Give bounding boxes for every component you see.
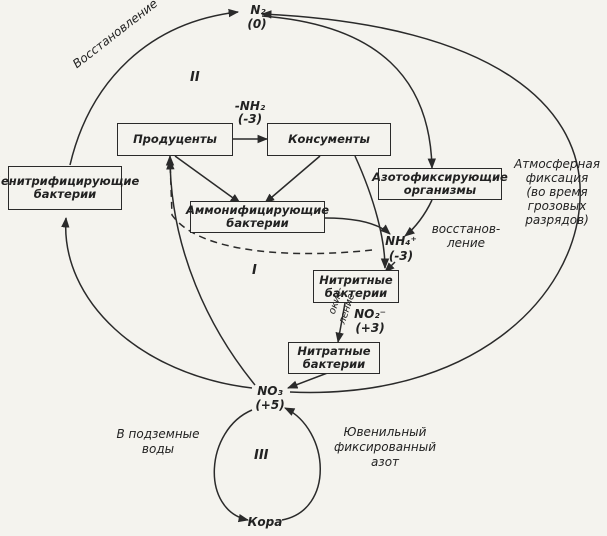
no2-label: NO₂⁻ xyxy=(354,307,386,321)
nitrite-bacteria-box: Нитритные бактерии xyxy=(313,270,399,303)
to-crust-arrow xyxy=(213,409,253,523)
atmospheric-fixation-line1: Атмосферная xyxy=(514,157,600,171)
juvenile-line3: азот xyxy=(370,455,400,469)
no3-to-denitrifying-arrow xyxy=(61,216,253,389)
cycle-i-label: I xyxy=(252,263,257,278)
atmospheric-fixation-line5: разрядов) xyxy=(525,213,589,227)
ammonifying-bacteria-box: Аммонифицирующие бактерии xyxy=(186,201,329,233)
nh2-oxidation-state: (-3) xyxy=(237,112,263,126)
juvenile-arrow xyxy=(281,407,321,521)
crust-label: Кора xyxy=(247,515,283,529)
nitrate-to-no3-arrow xyxy=(287,371,331,389)
fixers-to-nh4-arrow xyxy=(404,199,433,237)
no3-to-producers-arrow xyxy=(165,154,256,386)
denitrifying-bacteria-box: Денитрифицирующие бактерии xyxy=(0,166,139,210)
consumers-to-ammonifying-arrow xyxy=(264,155,321,204)
nh4-label: NH₄⁺ xyxy=(385,234,417,248)
nh2-label: -NH₂ xyxy=(234,99,266,113)
reduction-arrow xyxy=(69,8,240,166)
consumers-box: Консументы xyxy=(267,123,391,156)
cycle-iii-label: III xyxy=(254,448,269,463)
atmospheric-fixation-line4: грозовых xyxy=(527,199,587,213)
nitrite-to-nitrate-arrow xyxy=(335,302,346,344)
ammonifying-to-nh4-arrow xyxy=(324,217,391,235)
no3-label: NO₃ xyxy=(257,384,283,398)
atmospheric-fixation-arrow xyxy=(260,10,581,394)
juvenile-line1: Ювенильный xyxy=(343,425,427,439)
n2-to-fixers-arrow xyxy=(261,15,436,170)
nitrate-bacteria-box: Нитратные бактерии xyxy=(288,342,380,374)
cycle-ii-label: II xyxy=(190,70,200,85)
atmospheric-fixation-line2: фиксация xyxy=(525,171,589,185)
groundwater-line2: воды xyxy=(141,442,175,456)
juvenile-line2: фиксированный xyxy=(333,440,437,454)
reduction2-line1: восстанов- xyxy=(431,222,501,236)
reduction2-line2: ление xyxy=(446,236,486,250)
n2-oxidation-state: (0) xyxy=(247,17,267,31)
nh4-oxidation-state: (-3) xyxy=(388,249,414,263)
groundwater-line1: В подземные xyxy=(116,427,200,441)
no2-oxidation-state: (+3) xyxy=(355,321,385,335)
producers-box: Продуценты xyxy=(117,123,233,156)
nh4-to-producers-dashed-arrow xyxy=(166,158,373,255)
consumers-to-nitrite-arrow xyxy=(354,155,390,270)
producers-to-ammonifying-arrow xyxy=(174,155,241,204)
nitrogen-fixing-organisms-box: Азотофиксирующие организмы xyxy=(372,168,508,200)
n2-label: N₂ xyxy=(250,3,266,17)
no3-oxidation-state: (+5) xyxy=(255,398,285,412)
atmospheric-fixation-line3: (во время xyxy=(526,185,588,199)
